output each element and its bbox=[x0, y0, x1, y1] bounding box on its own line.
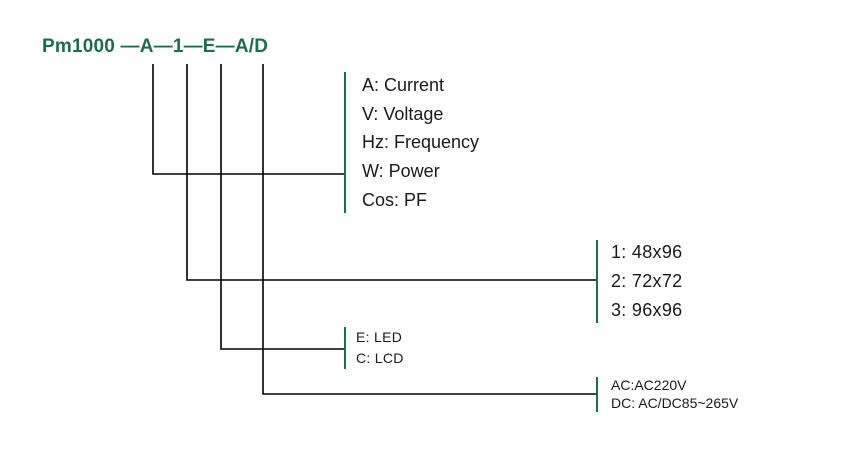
option-pf: Cos: PF bbox=[362, 190, 428, 210]
option-ac-power: AC:AC220V bbox=[611, 377, 687, 393]
option-led: E: LED bbox=[356, 329, 403, 345]
option-current: A: Current bbox=[362, 75, 445, 95]
option-frequency: Hz: Frequency bbox=[362, 132, 480, 152]
option-power: W: Power bbox=[362, 161, 440, 181]
option-dc-power: DC: AC/DC85~265V bbox=[611, 395, 739, 411]
connector-size bbox=[186, 64, 597, 281]
connector-measurement bbox=[152, 64, 345, 175]
option-lcd: C: LCD bbox=[356, 350, 404, 366]
option-size-96x96: 3: 96x96 bbox=[611, 300, 683, 320]
option-size-48x96: 1: 48x96 bbox=[611, 242, 683, 262]
connector-display bbox=[220, 64, 345, 350]
option-size-72x72: 2: 72x72 bbox=[611, 271, 683, 291]
option-voltage: V: Voltage bbox=[362, 104, 444, 124]
connector-power bbox=[262, 64, 597, 395]
model-code: Pm1000 —A—1—E—A/D bbox=[42, 36, 269, 57]
